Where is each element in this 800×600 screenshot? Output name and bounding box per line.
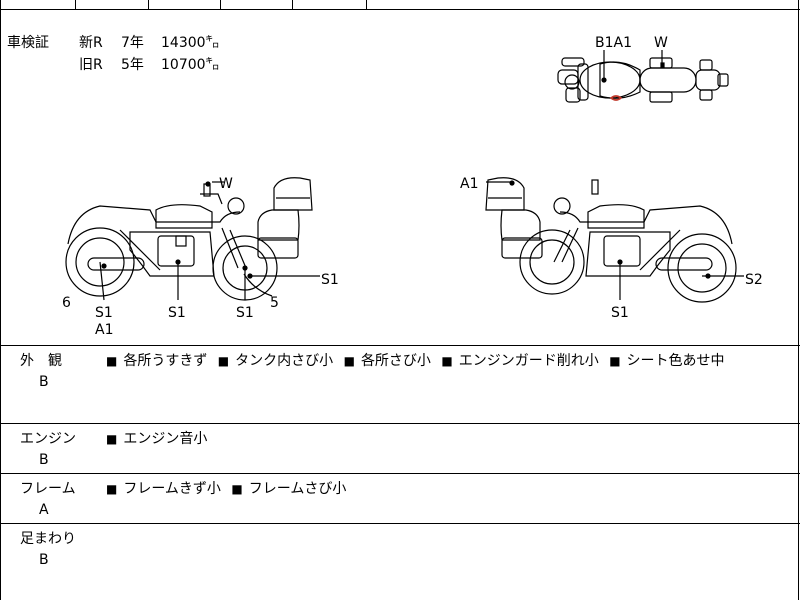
vehicle-inspection-row: 旧R 5年 10700㌔ [79,54,220,76]
section-label: フレーム [20,481,76,497]
row-distance: 10700㌔ [161,57,220,73]
section-divider [0,345,800,346]
section-items: ■ フレームきず小 ■ フレームさび小 [106,478,352,498]
left-view-label-s1-engine: S1 [168,305,186,321]
header-cell-divider [148,0,149,10]
marker-dot-icon [175,259,181,265]
section-items: ■ 各所うすきず ■ タンク内さび小 ■ 各所さび小 ■ エンジンガード削れ小 ■ シート… [106,350,731,370]
header-cell-divider [75,0,76,10]
bullet-square-icon: ■ [609,354,621,368]
marker-dot-icon [242,265,248,271]
marker-dot-icon [205,181,211,187]
left-view-label-s1-front: S1 [236,305,254,321]
finding-item: 各所うすきず [123,353,208,369]
bullet-square-icon: ■ [231,482,243,496]
section-grade: B [39,374,49,390]
section-items: ■ エンジン音小 [106,428,213,448]
section-divider [0,473,800,474]
finding-item: シート色あせ中 [626,353,725,369]
section-label: 外 観 [20,353,62,369]
marker-dot-icon [247,273,253,279]
finding-item: エンジンガード削れ小 [458,353,599,369]
damage-mark-icon [609,95,623,101]
top-view-label-w: W [654,35,668,51]
vehicle-inspection-label: 車検証 [7,35,49,51]
row-years: 7年 [121,35,144,51]
left-view-label-a1: A1 [95,322,113,338]
section-grade: A [39,502,49,518]
row-type: 旧R [79,57,103,73]
section-grade: B [39,552,49,568]
left-side-view-drawing [65,177,320,301]
right-side-view-drawing [485,177,744,303]
finding-item: フレームきず小 [123,481,221,497]
header-strip [0,0,800,10]
bullet-square-icon: ■ [441,354,453,368]
row-distance: 14300㌔ [161,35,220,51]
frame-left [0,0,1,600]
header-cell-divider [292,0,293,10]
frame-right [798,0,799,600]
section-divider [0,523,800,524]
bullet-square-icon: ■ [106,432,118,446]
left-view-label-w: W [219,176,233,192]
finding-item: エンジン音小 [123,431,208,447]
header-cell-divider [220,0,221,10]
section-label: 足まわり [20,531,76,547]
row-years: 5年 [121,57,144,73]
section-grade: B [39,452,49,468]
right-view-label-s1: S1 [611,305,629,321]
marker-dot-icon [617,259,623,265]
marker-dot-icon [509,180,515,186]
left-view-label-5: 5 [270,295,279,311]
bullet-square-icon: ■ [106,354,118,368]
right-view-label-s2: S2 [745,272,763,288]
bullet-square-icon: ■ [343,354,355,368]
marker-dot-icon [705,273,711,279]
bullet-square-icon: ■ [106,482,118,496]
vehicle-inspection-row: 新R 7年 14300㌔ [79,32,220,54]
left-view-label-s1-rear: S1 [95,305,113,321]
left-view-label-s1-fork: S1 [321,272,339,288]
marker-dot-icon [601,77,607,83]
finding-item: フレームさび小 [248,481,347,497]
top-view-label-b1a1: B1A1 [595,35,632,51]
top-view-drawing [557,50,729,103]
motorcycle-diagram: B1A1 W W 6 S1 A1 S1 S1 5 S1 A1 S1 S2 [62,35,763,338]
marker-dot-icon [660,62,665,68]
section-label: エンジン [20,431,76,447]
row-type: 新R [79,35,103,51]
finding-item: 各所さび小 [360,353,431,369]
left-view-label-6: 6 [62,295,71,311]
finding-item: タンク内さび小 [235,353,334,369]
marker-dot-icon [101,263,107,269]
bullet-square-icon: ■ [217,354,230,368]
header-cell-divider [366,0,367,10]
section-divider [0,423,800,424]
right-view-label-a1: A1 [460,176,478,192]
